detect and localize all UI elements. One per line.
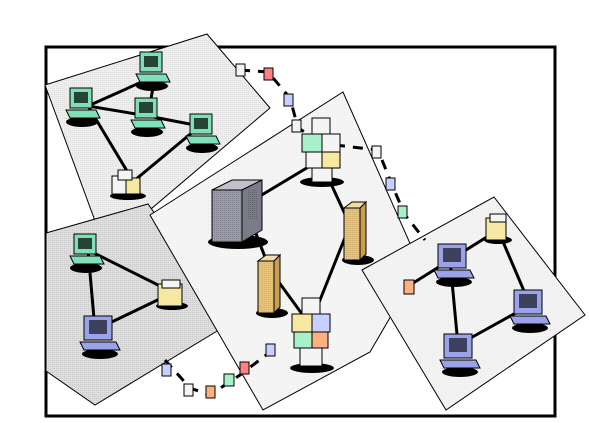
workstation-green-2 — [135, 51, 171, 91]
hub-top-left — [110, 169, 146, 200]
repeaters — [161, 63, 415, 399]
workstation-blue-1 — [79, 315, 121, 359]
server-tower-gray — [208, 179, 268, 249]
hub-right — [484, 213, 512, 244]
workstation-blue-4 — [439, 333, 481, 377]
panel-lan-right — [361, 196, 586, 411]
panel-backbone-center — [149, 91, 421, 411]
workstation-blue-3 — [509, 289, 551, 333]
hub-left — [156, 279, 188, 310]
hub-backbone-top — [300, 117, 344, 187]
server-slim-tan-2 — [342, 200, 374, 265]
workstation-green-3 — [130, 97, 166, 137]
workstation-green-5 — [69, 233, 105, 273]
workstation-green-4 — [185, 113, 221, 153]
workstation-blue-2 — [433, 243, 475, 287]
hub-backbone-bottom — [290, 297, 334, 373]
panel-lan-top-left — [44, 33, 271, 249]
workstation-green-1 — [65, 87, 101, 127]
server-slim-tan-1 — [256, 253, 288, 318]
